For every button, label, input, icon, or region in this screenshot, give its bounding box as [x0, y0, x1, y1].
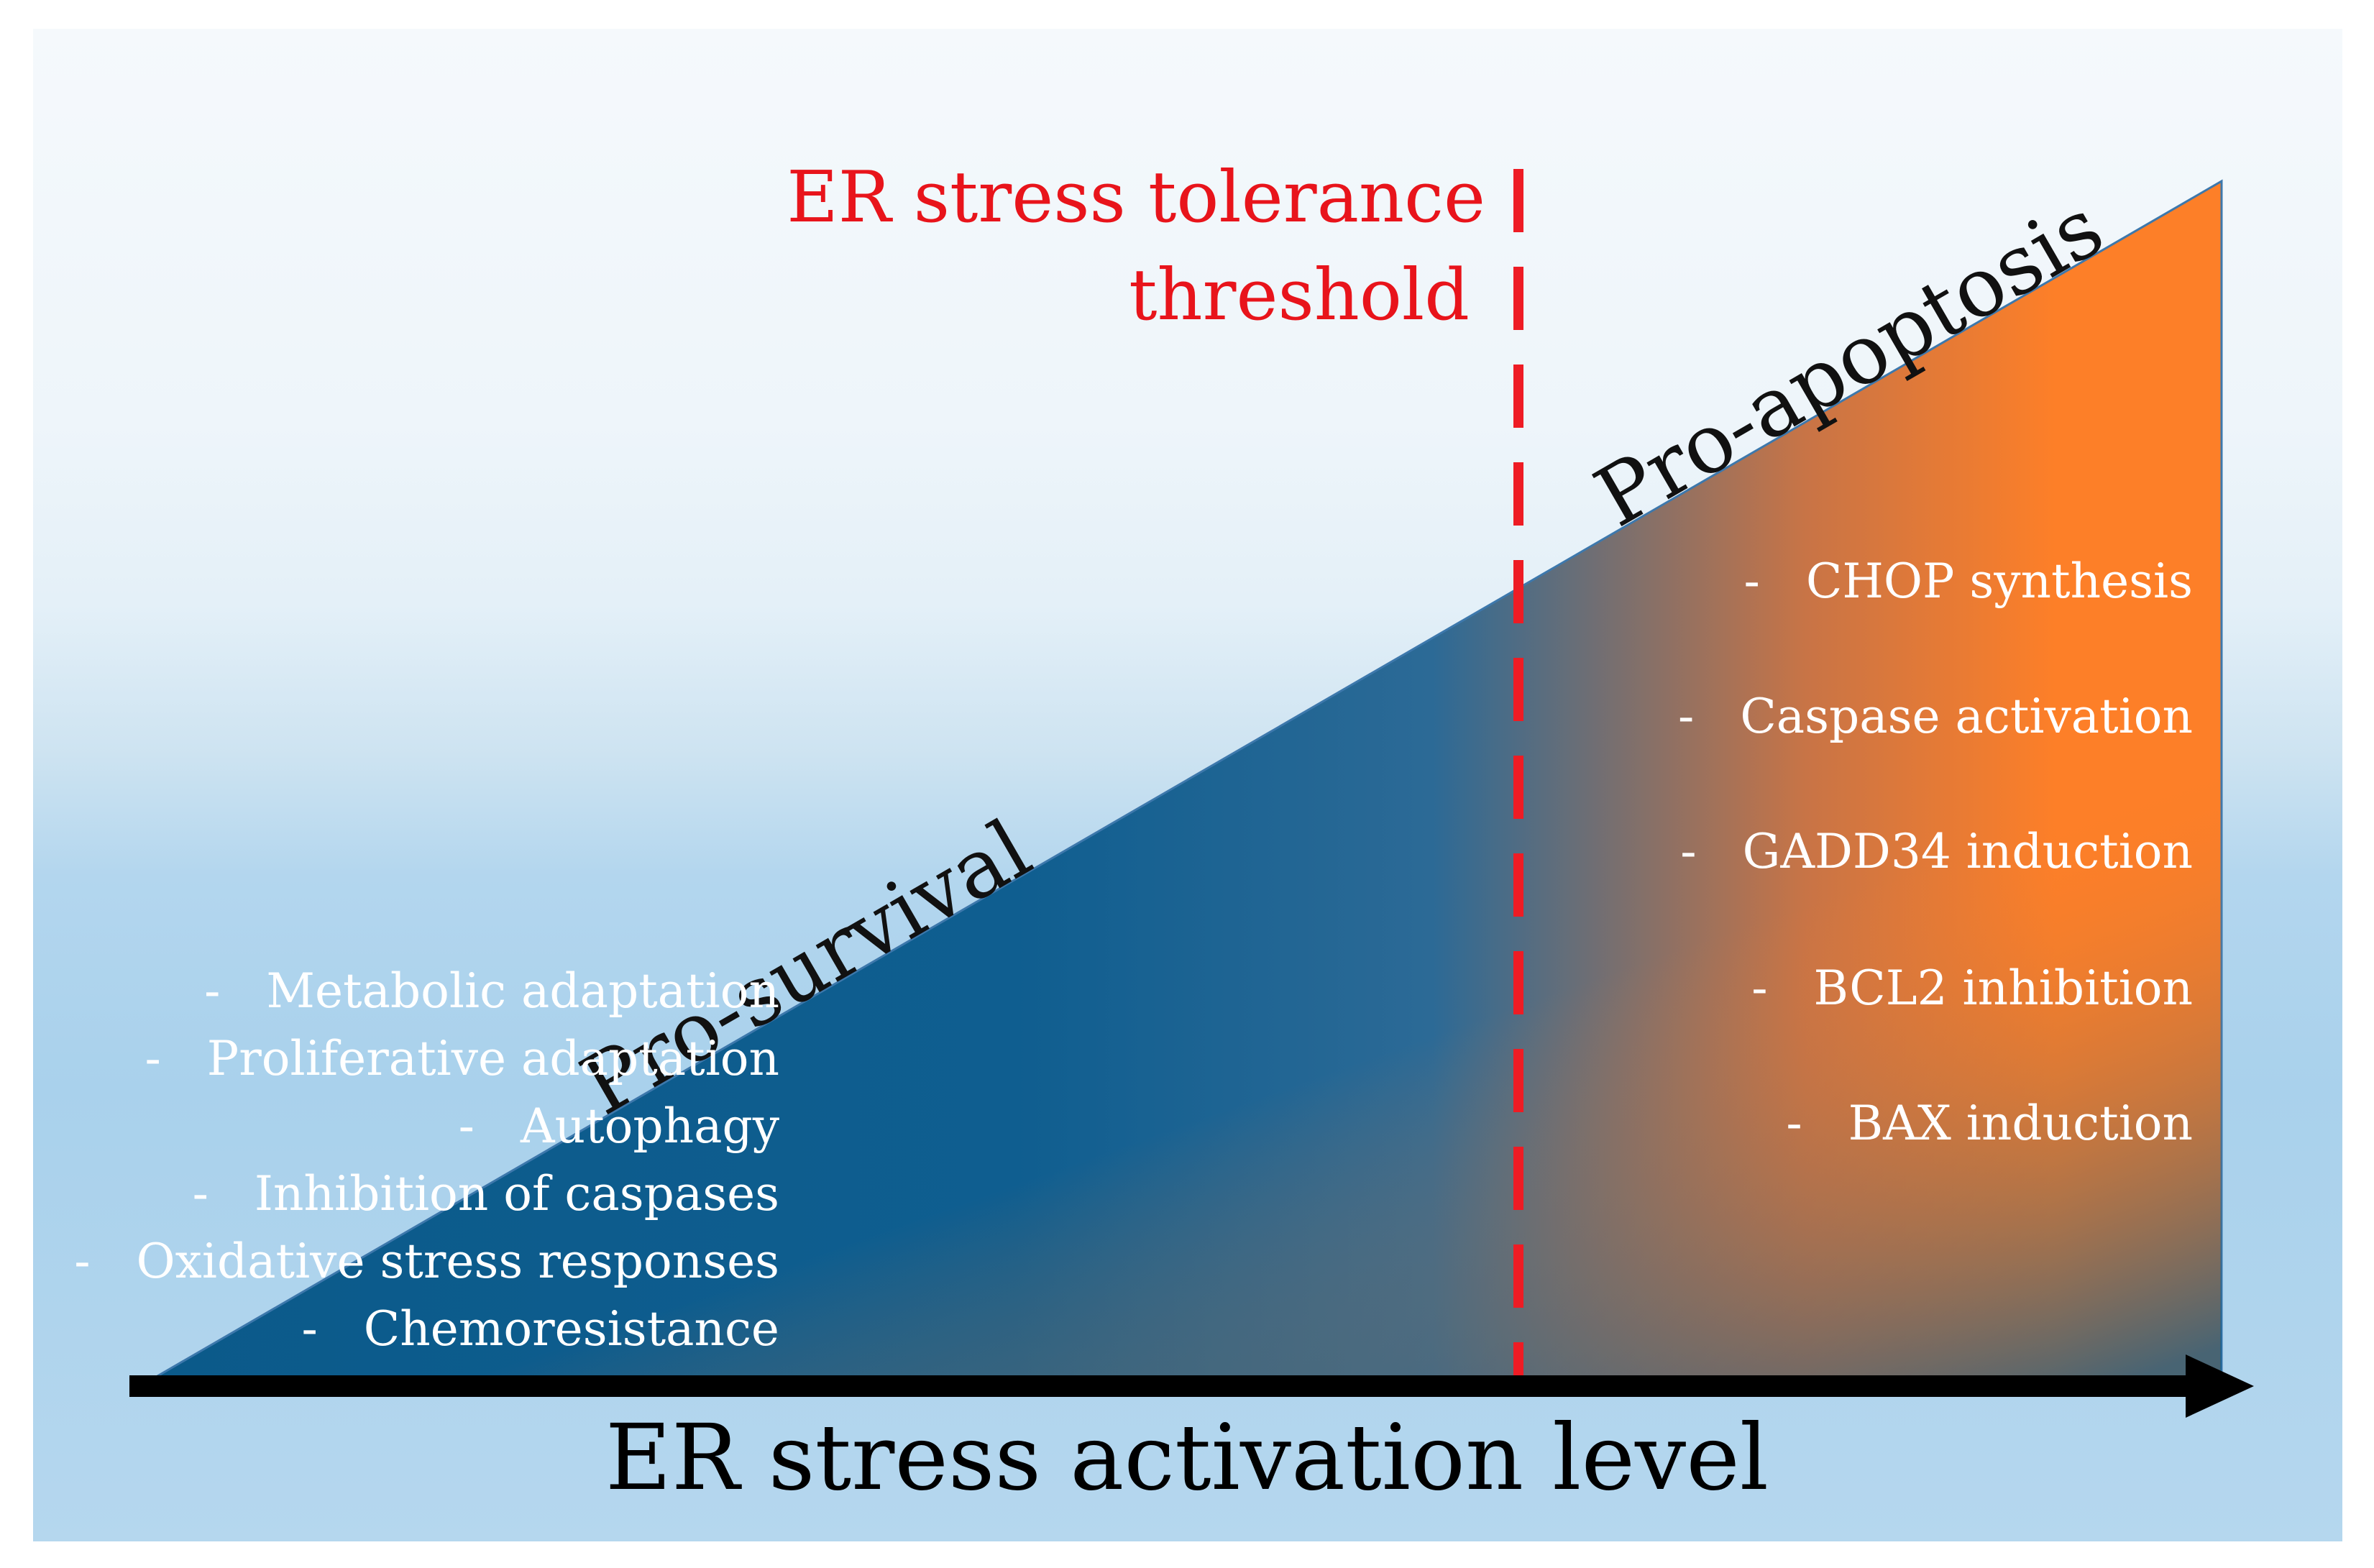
list-item-label: Autophagy — [520, 1099, 779, 1154]
list-item-label: Inhibition of caspases — [254, 1166, 779, 1221]
bullet-dash: - — [1678, 689, 1695, 744]
axis-label: ER stress activation level — [605, 1405, 1769, 1510]
list-item-label: Caspase activation — [1740, 689, 2193, 744]
list-item-label: Metabolic adaptation — [266, 963, 779, 1019]
list-item-label: CHOP synthesis — [1805, 554, 2193, 609]
threshold-title: ER stress tolerance — [787, 157, 1485, 239]
list-item: -Chemoresistance — [301, 1301, 779, 1357]
list-item: -BCL2 inhibition — [1751, 960, 2193, 1016]
threshold-title-line2: threshold — [1129, 255, 1470, 336]
bullet-dash: - — [301, 1301, 318, 1357]
list-item-label: BAX induction — [1848, 1096, 2193, 1151]
list-item: -CHOP synthesis — [1744, 554, 2193, 609]
list-item: -BAX induction — [1786, 1096, 2193, 1151]
axis-arrowhead — [2186, 1354, 2254, 1418]
bullet-dash: - — [145, 1031, 161, 1086]
bullet-dash: - — [204, 963, 221, 1019]
bullet-dash: - — [1743, 554, 1760, 609]
list-item: -Caspase activation — [1678, 689, 2193, 744]
list-item-label: Oxidative stress responses — [136, 1234, 779, 1289]
list-item-label: Chemoresistance — [363, 1301, 779, 1357]
list-item: -Proliferative adaptation — [145, 1031, 779, 1086]
list-item-label: BCL2 inhibition — [1813, 960, 2193, 1016]
bullet-dash: - — [1786, 1096, 1802, 1151]
bullet-dash: - — [458, 1099, 475, 1154]
list-item: -Inhibition of caspases — [193, 1166, 779, 1221]
bullet-dash: - — [1751, 960, 1768, 1016]
list-item-label: GADD34 induction — [1742, 824, 2193, 879]
list-item: -Metabolic adaptation — [204, 963, 779, 1019]
bullet-dash: - — [1680, 824, 1697, 879]
list-item: -GADD34 induction — [1680, 824, 2193, 879]
bullet-dash: - — [192, 1166, 208, 1221]
bullet-dash: - — [74, 1234, 91, 1289]
list-item-label: Proliferative adaptation — [206, 1031, 779, 1086]
list-item: -Autophagy — [459, 1099, 779, 1154]
stress-triangle-shade — [144, 181, 2222, 1384]
list-item: -Oxidative stress responses — [74, 1234, 779, 1289]
